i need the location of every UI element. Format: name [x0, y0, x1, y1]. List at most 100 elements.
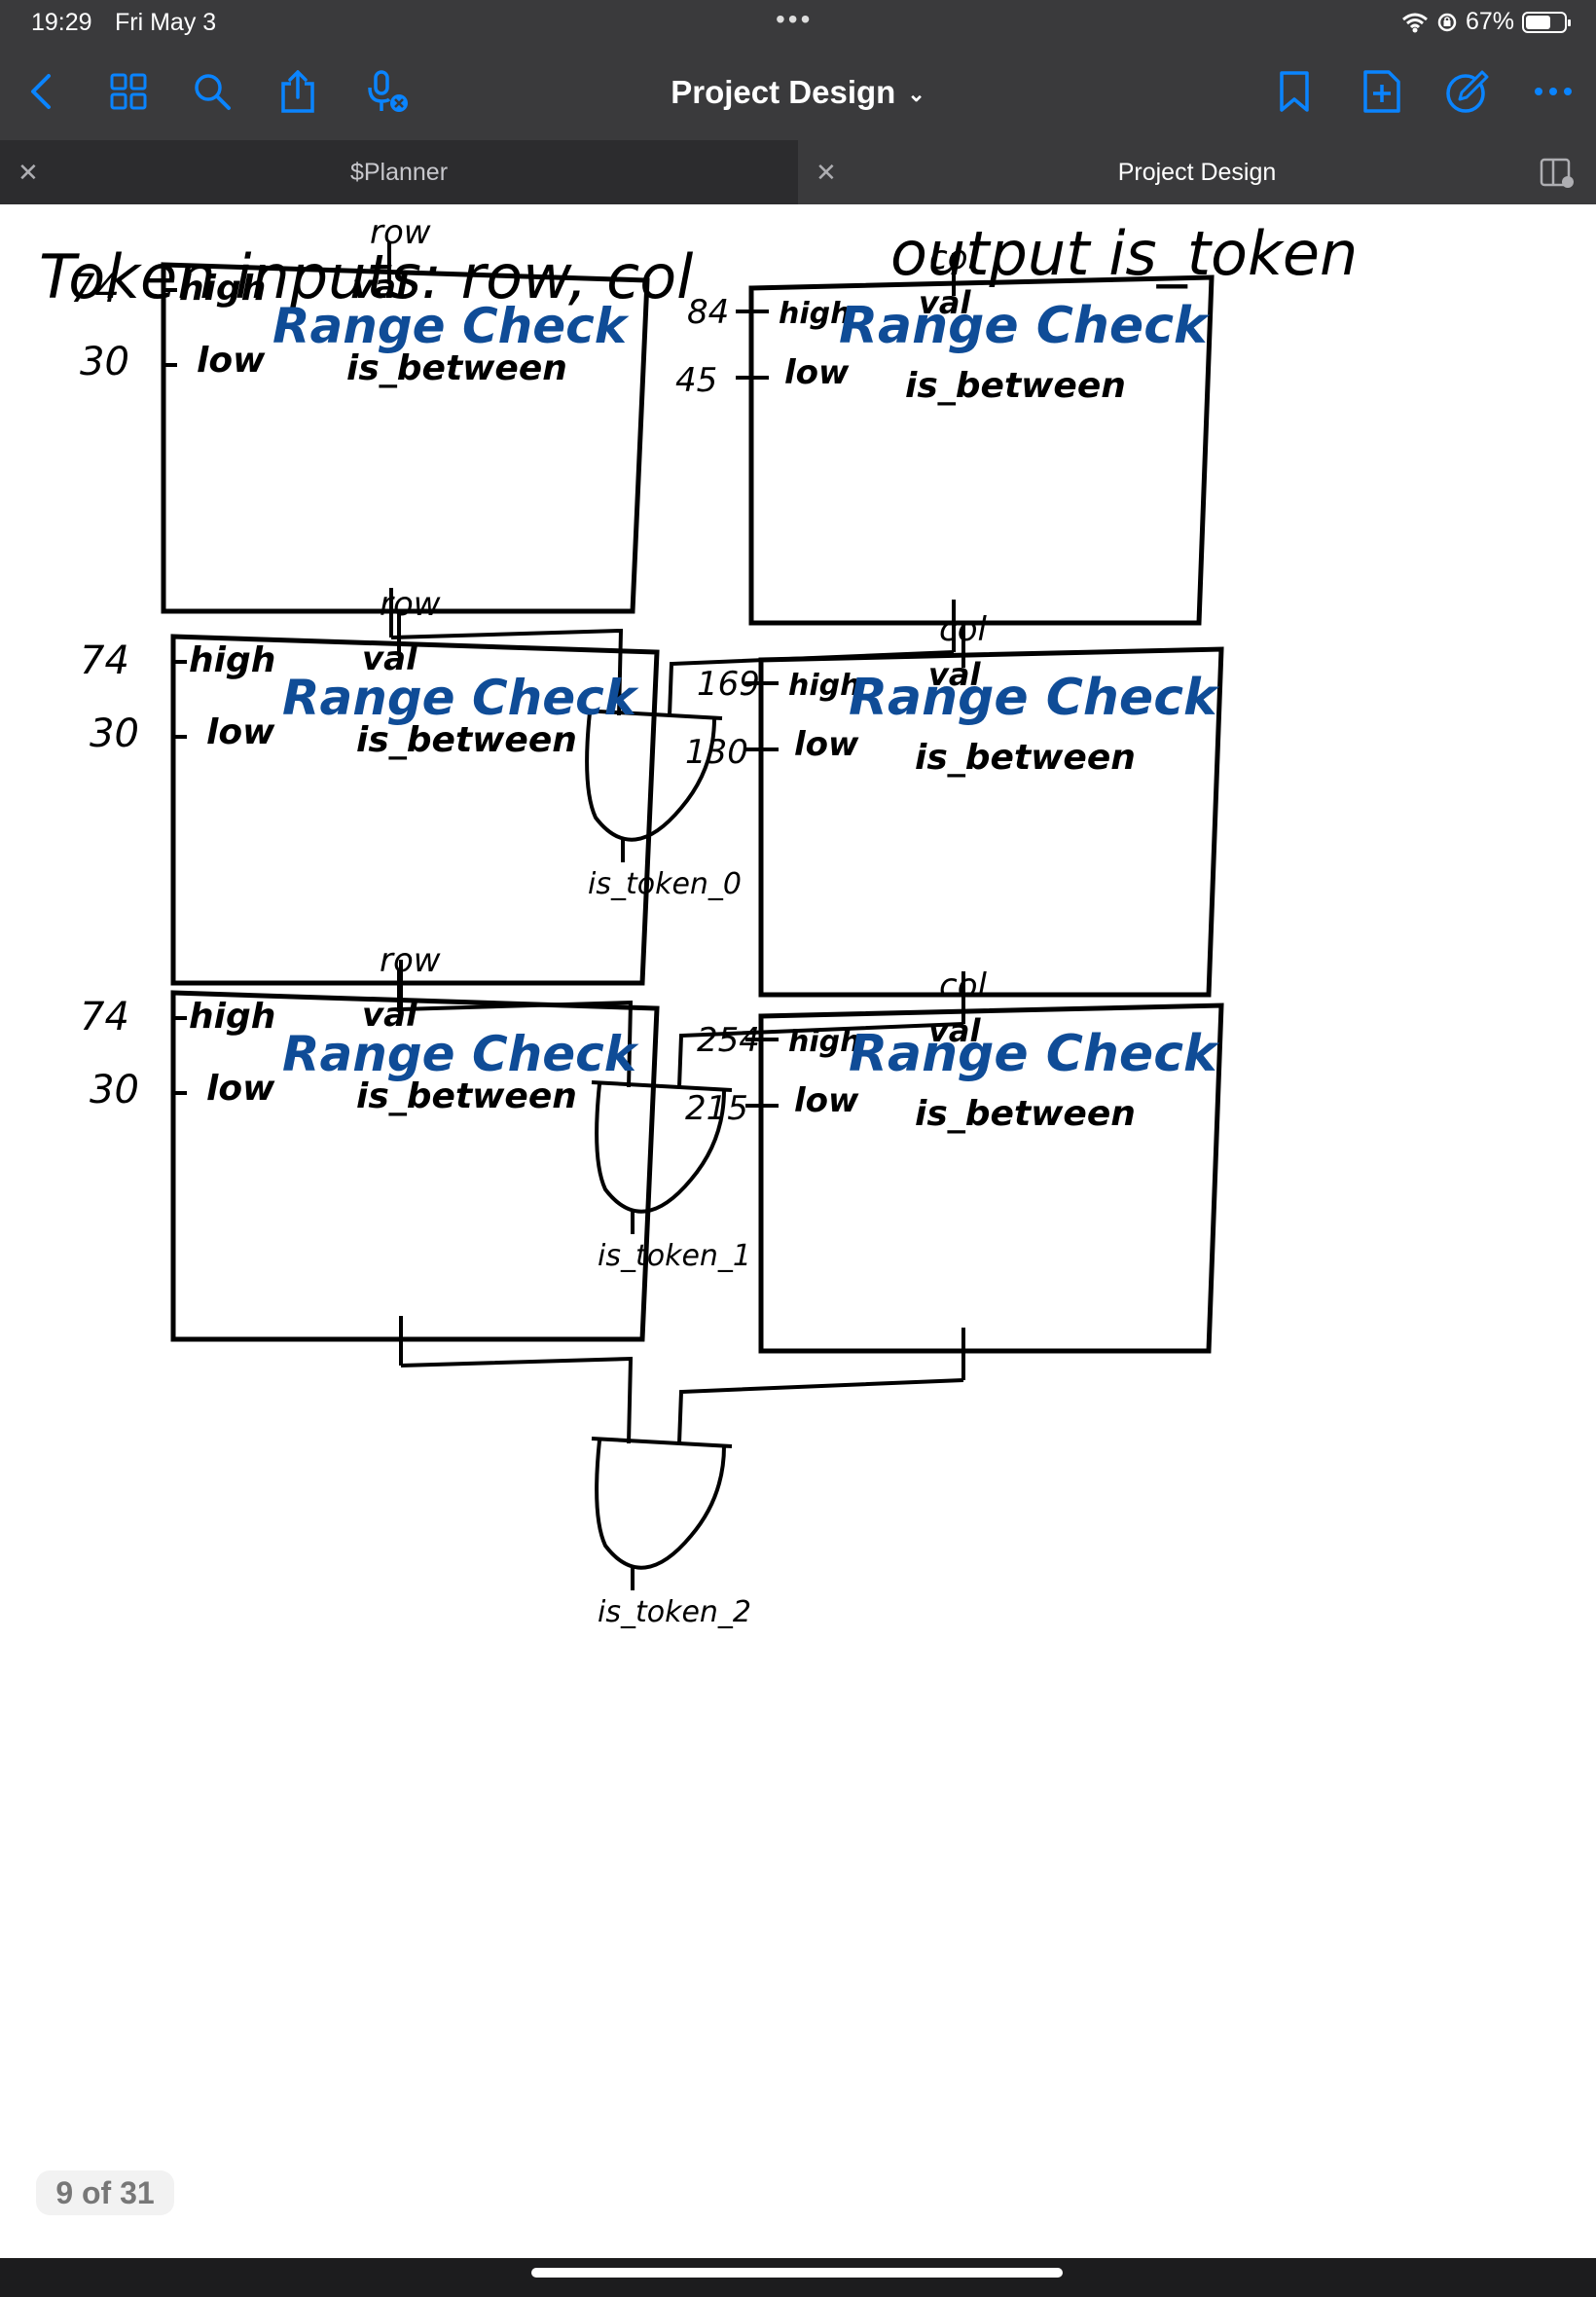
battery-percent: 67%	[1465, 8, 1514, 35]
right-is-between-label: is_between	[915, 1094, 1136, 1134]
gate-output-label: is_token_1	[598, 1239, 751, 1273]
edit-pencil-icon[interactable]	[1444, 68, 1491, 115]
right-val-pin-label: val	[928, 656, 981, 693]
col-input-label: col	[929, 238, 977, 277]
left-is-between-label: is_between	[356, 1076, 577, 1116]
battery-icon	[1522, 11, 1571, 33]
handwritten-diagram: Token inputs: row, col output is_token r…	[39, 213, 1358, 1629]
right-high-pin-label: high	[779, 297, 851, 331]
right-range-check-box	[748, 274, 1215, 626]
status-right: 67%	[1401, 8, 1571, 36]
left-high-value: 74	[80, 638, 129, 683]
status-date: Fri May 3	[115, 9, 217, 36]
left-range-check-title: Range Check	[282, 670, 639, 726]
right-range-check-title: Range Check	[849, 1025, 1220, 1083]
and-gate	[591, 1080, 733, 1214]
and-gate	[591, 1437, 733, 1570]
tab-label: Project Design	[1117, 158, 1277, 186]
left-box-pins	[173, 969, 403, 1366]
left-high-value: 74	[70, 267, 120, 311]
right-low-pin-label: low	[794, 725, 859, 764]
wifi-icon	[1401, 13, 1428, 32]
document-toolbar: Project Design ⌄	[0, 47, 1596, 140]
tab-bar: ✕ $Planner ✕ Project Design	[0, 140, 1596, 204]
left-range-check-box	[170, 634, 660, 986]
left-low-pin-label: low	[206, 1069, 275, 1109]
left-high-pin-label: high	[189, 997, 275, 1037]
add-page-icon[interactable]	[1359, 68, 1405, 115]
left-low-value: 30	[90, 1068, 139, 1112]
right-low-value: 130	[685, 733, 748, 772]
left-low-value: 30	[90, 711, 139, 756]
right-low-value: 45	[675, 361, 717, 400]
home-indicator[interactable]	[531, 2268, 1063, 2278]
left-range-check-title: Range Check	[272, 298, 630, 354]
grid-view-icon[interactable]	[105, 68, 152, 115]
right-high-value: 169	[697, 665, 760, 704]
left-high-pin-label: high	[189, 640, 275, 680]
left-range-check-box	[170, 990, 660, 1342]
more-options-icon[interactable]	[1530, 68, 1577, 115]
col-input-label: col	[939, 610, 987, 649]
left-output-wire	[400, 1356, 634, 1444]
right-is-between-label: is_between	[905, 366, 1126, 406]
share-icon[interactable]	[274, 68, 321, 115]
close-icon[interactable]: ✕	[816, 158, 837, 187]
right-range-check-title: Range Check	[839, 297, 1211, 355]
note-page-canvas[interactable]: Token inputs: row, col output is_token r…	[0, 204, 1596, 2258]
right-high-value: 254	[697, 1021, 760, 1060]
left-val-pin-label: val	[352, 268, 409, 307]
search-icon[interactable]	[189, 68, 236, 115]
gate-output-label: is_token_0	[588, 867, 742, 901]
right-output-wire	[677, 1378, 964, 1444]
left-is-between-label: is_between	[356, 720, 577, 760]
right-range-check-box	[758, 1003, 1224, 1354]
left-box-pins	[163, 241, 393, 638]
left-box-pins	[173, 613, 403, 1009]
tab-planner[interactable]: ✕ $Planner	[0, 140, 798, 204]
document-title-menu[interactable]: Project Design ⌄	[0, 74, 1596, 111]
orientation-lock-icon	[1437, 13, 1457, 31]
left-val-pin-label: val	[362, 639, 418, 678]
left-high-value: 74	[80, 995, 129, 1039]
back-chevron-icon[interactable]	[18, 68, 64, 115]
right-range-check-title: Range Check	[849, 669, 1220, 727]
right-low-pin-label: low	[794, 1081, 859, 1120]
left-low-value: 30	[80, 340, 129, 384]
left-range-check-title: Range Check	[282, 1026, 639, 1082]
document-title: Project Design	[671, 74, 896, 110]
row-input-label: row	[370, 213, 431, 252]
left-is-between-label: is_between	[346, 348, 567, 388]
row-input-label: row	[380, 585, 441, 624]
left-low-pin-label: low	[206, 712, 275, 752]
left-low-pin-label: low	[197, 341, 266, 381]
col-input-label: col	[939, 966, 987, 1005]
tab-project-design[interactable]: ✕ Project Design	[798, 140, 1596, 204]
status-time: 19:29	[31, 9, 92, 36]
status-bar: 19:29 Fri May 3 ••• 67%	[0, 0, 1596, 47]
left-output-wire	[400, 1000, 634, 1088]
left-output-wire	[390, 628, 624, 716]
chevron-down-icon: ⌄	[907, 82, 925, 107]
page-counter: 9 of 31	[36, 2170, 174, 2215]
right-box-pins	[745, 625, 965, 1024]
right-high-pin-label: high	[788, 1025, 860, 1059]
row-input-label: row	[380, 941, 441, 980]
split-view-icon[interactable]	[1540, 158, 1575, 189]
microphone-off-icon[interactable]	[364, 68, 411, 115]
right-low-pin-label: low	[784, 353, 850, 392]
right-val-pin-label: val	[919, 284, 971, 321]
close-icon[interactable]: ✕	[18, 158, 39, 187]
left-val-pin-label: val	[362, 996, 418, 1035]
right-low-value: 215	[685, 1089, 748, 1128]
bookmark-icon[interactable]	[1271, 68, 1318, 115]
multitasking-dots-icon[interactable]: •••	[776, 4, 814, 34]
right-output-wire	[677, 1022, 964, 1088]
left-range-check-box	[161, 262, 650, 614]
right-box-pins	[736, 253, 956, 652]
right-val-pin-label: val	[928, 1012, 981, 1049]
right-is-between-label: is_between	[915, 738, 1136, 778]
